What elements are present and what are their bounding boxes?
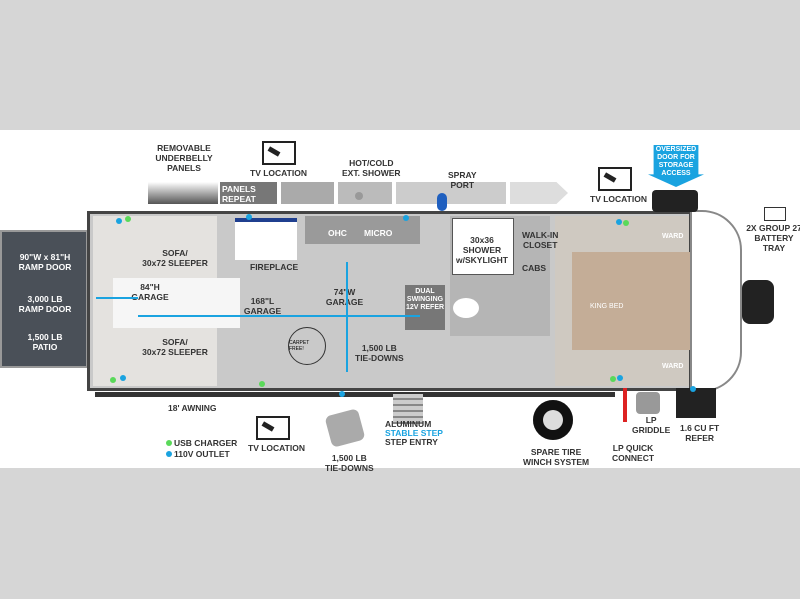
storage-door xyxy=(652,190,698,212)
tv-location-label: TV LOCATION xyxy=(248,443,305,453)
carpet-free-text: CARPET FREE! xyxy=(289,340,310,352)
panels-repeat-label: PANELS REPEAT xyxy=(222,184,256,204)
spare-tire-label: SPARE TIRE WINCH SYSTEM xyxy=(523,447,590,467)
lp-griddle xyxy=(636,392,660,414)
shower xyxy=(452,218,514,275)
step-label-1: ALUMINUM xyxy=(385,419,432,429)
length-arrow xyxy=(138,315,420,317)
shower-label: 30x36 SHOWER w/SKYLIGHT xyxy=(456,235,508,265)
ramp-door-weight-label: 3,000 LB RAMP DOOR xyxy=(18,294,72,314)
patio-label: 1,500 LB PATIO xyxy=(27,332,63,352)
sofa-top-label: SOFA/ 30x72 SLEEPER xyxy=(142,248,208,268)
ward-label: WARD xyxy=(662,363,684,370)
ramp-arrow xyxy=(96,297,138,299)
garage-length-label: 168"L GARAGE xyxy=(243,296,282,316)
toilet xyxy=(453,298,479,318)
lp-griddle-label: LP GRIDDLE xyxy=(632,415,671,435)
awning-bar xyxy=(95,392,615,397)
oversized-door-label: OVERSIZED DOOR FOR STORAGE ACCESS xyxy=(655,146,697,177)
usb-legend-label: USB CHARGER xyxy=(174,438,238,448)
usb-dot xyxy=(623,220,629,226)
outlet-dot xyxy=(690,386,696,392)
entry-step xyxy=(393,394,423,424)
spray-port-label: SPRAY PORT xyxy=(448,170,477,190)
outlet-dot xyxy=(120,375,126,381)
usb-dot xyxy=(259,381,265,387)
fireplace-unit xyxy=(235,218,297,260)
outlet-dot xyxy=(616,219,622,225)
carpet-free-stamp: CARPET FREE! xyxy=(288,327,326,365)
tv-location-label: TV LOCATION xyxy=(590,194,647,204)
outlet-dot xyxy=(339,391,345,397)
battery-tray-label: 2X GROUP 27 BATTERY TRAY xyxy=(746,223,800,253)
panel xyxy=(281,182,334,204)
outlet-dot xyxy=(246,214,252,220)
outlet-dot xyxy=(403,215,409,221)
shower-fixture xyxy=(355,192,363,200)
usb-dot xyxy=(125,216,131,222)
outlet-dot xyxy=(617,375,623,381)
hot-cold-shower-label: HOT/COLD EXT. SHOWER xyxy=(342,158,401,178)
tie-downs-label: 1,500 LB TIE-DOWNS xyxy=(355,343,404,363)
king-bed xyxy=(572,252,690,350)
front-cap xyxy=(690,210,742,392)
spray-port-hose xyxy=(437,193,447,211)
underbelly-panels xyxy=(148,182,218,204)
tv-icon xyxy=(598,167,632,191)
refer-label: DUAL SWINGING 12V REFER xyxy=(405,288,445,311)
ramp-door-size-label: 90"W x 81"H RAMP DOOR xyxy=(18,252,72,272)
panel xyxy=(510,182,568,204)
outlet-dot xyxy=(116,218,122,224)
walk-in-closet-label: WALK-IN CLOSET xyxy=(522,230,559,250)
step-label-2: STABLE STEP xyxy=(385,428,443,438)
width-arrow xyxy=(346,262,348,372)
usb-legend-dot xyxy=(166,440,172,446)
step-label-3: STEP ENTRY xyxy=(385,437,438,447)
panel xyxy=(220,182,277,204)
tv-location-label: TV LOCATION xyxy=(250,168,307,178)
garage-mat xyxy=(113,278,240,328)
ohc-label: OHC xyxy=(328,228,347,238)
removable-underbelly-label: REMOVABLE UNDERBELLY PANELS xyxy=(155,143,213,173)
micro-label: MICRO xyxy=(364,228,393,238)
panel xyxy=(338,182,392,204)
cu-ft-refer-label: 1.6 CU FT REFER xyxy=(680,423,720,443)
lp-hose xyxy=(623,388,627,422)
outlet-legend-label: 110V OUTLET xyxy=(174,449,230,459)
tv-icon xyxy=(262,141,296,165)
refer-box xyxy=(676,388,716,418)
garage-width-label: 74"W GARAGE xyxy=(325,287,364,307)
outlet-legend-dot xyxy=(166,451,172,457)
usb-dot xyxy=(610,376,616,382)
battery-icon xyxy=(764,207,786,221)
hitch xyxy=(742,280,774,324)
awning-label: 18' AWNING xyxy=(168,403,217,413)
tie-downs-label: 1,500 LB TIE-DOWNS xyxy=(325,453,374,473)
cabs-label: CABS xyxy=(522,263,547,273)
refer-cabinet xyxy=(405,285,445,330)
sofa-bottom-label: SOFA/ 30x72 SLEEPER xyxy=(142,337,208,357)
garage-height-label: 84"H GARAGE xyxy=(131,282,169,302)
kitchen-counter xyxy=(305,216,420,244)
lp-quick-connect-label: LP QUICK CONNECT xyxy=(612,443,655,463)
ward-label: WARD xyxy=(662,233,684,240)
panel xyxy=(396,182,506,204)
king-bed-label: KING BED xyxy=(590,303,624,310)
tv-icon xyxy=(256,416,290,440)
fireplace-label: FIREPLACE xyxy=(250,262,299,272)
usb-dot xyxy=(110,377,116,383)
spare-tire-icon xyxy=(533,400,573,440)
